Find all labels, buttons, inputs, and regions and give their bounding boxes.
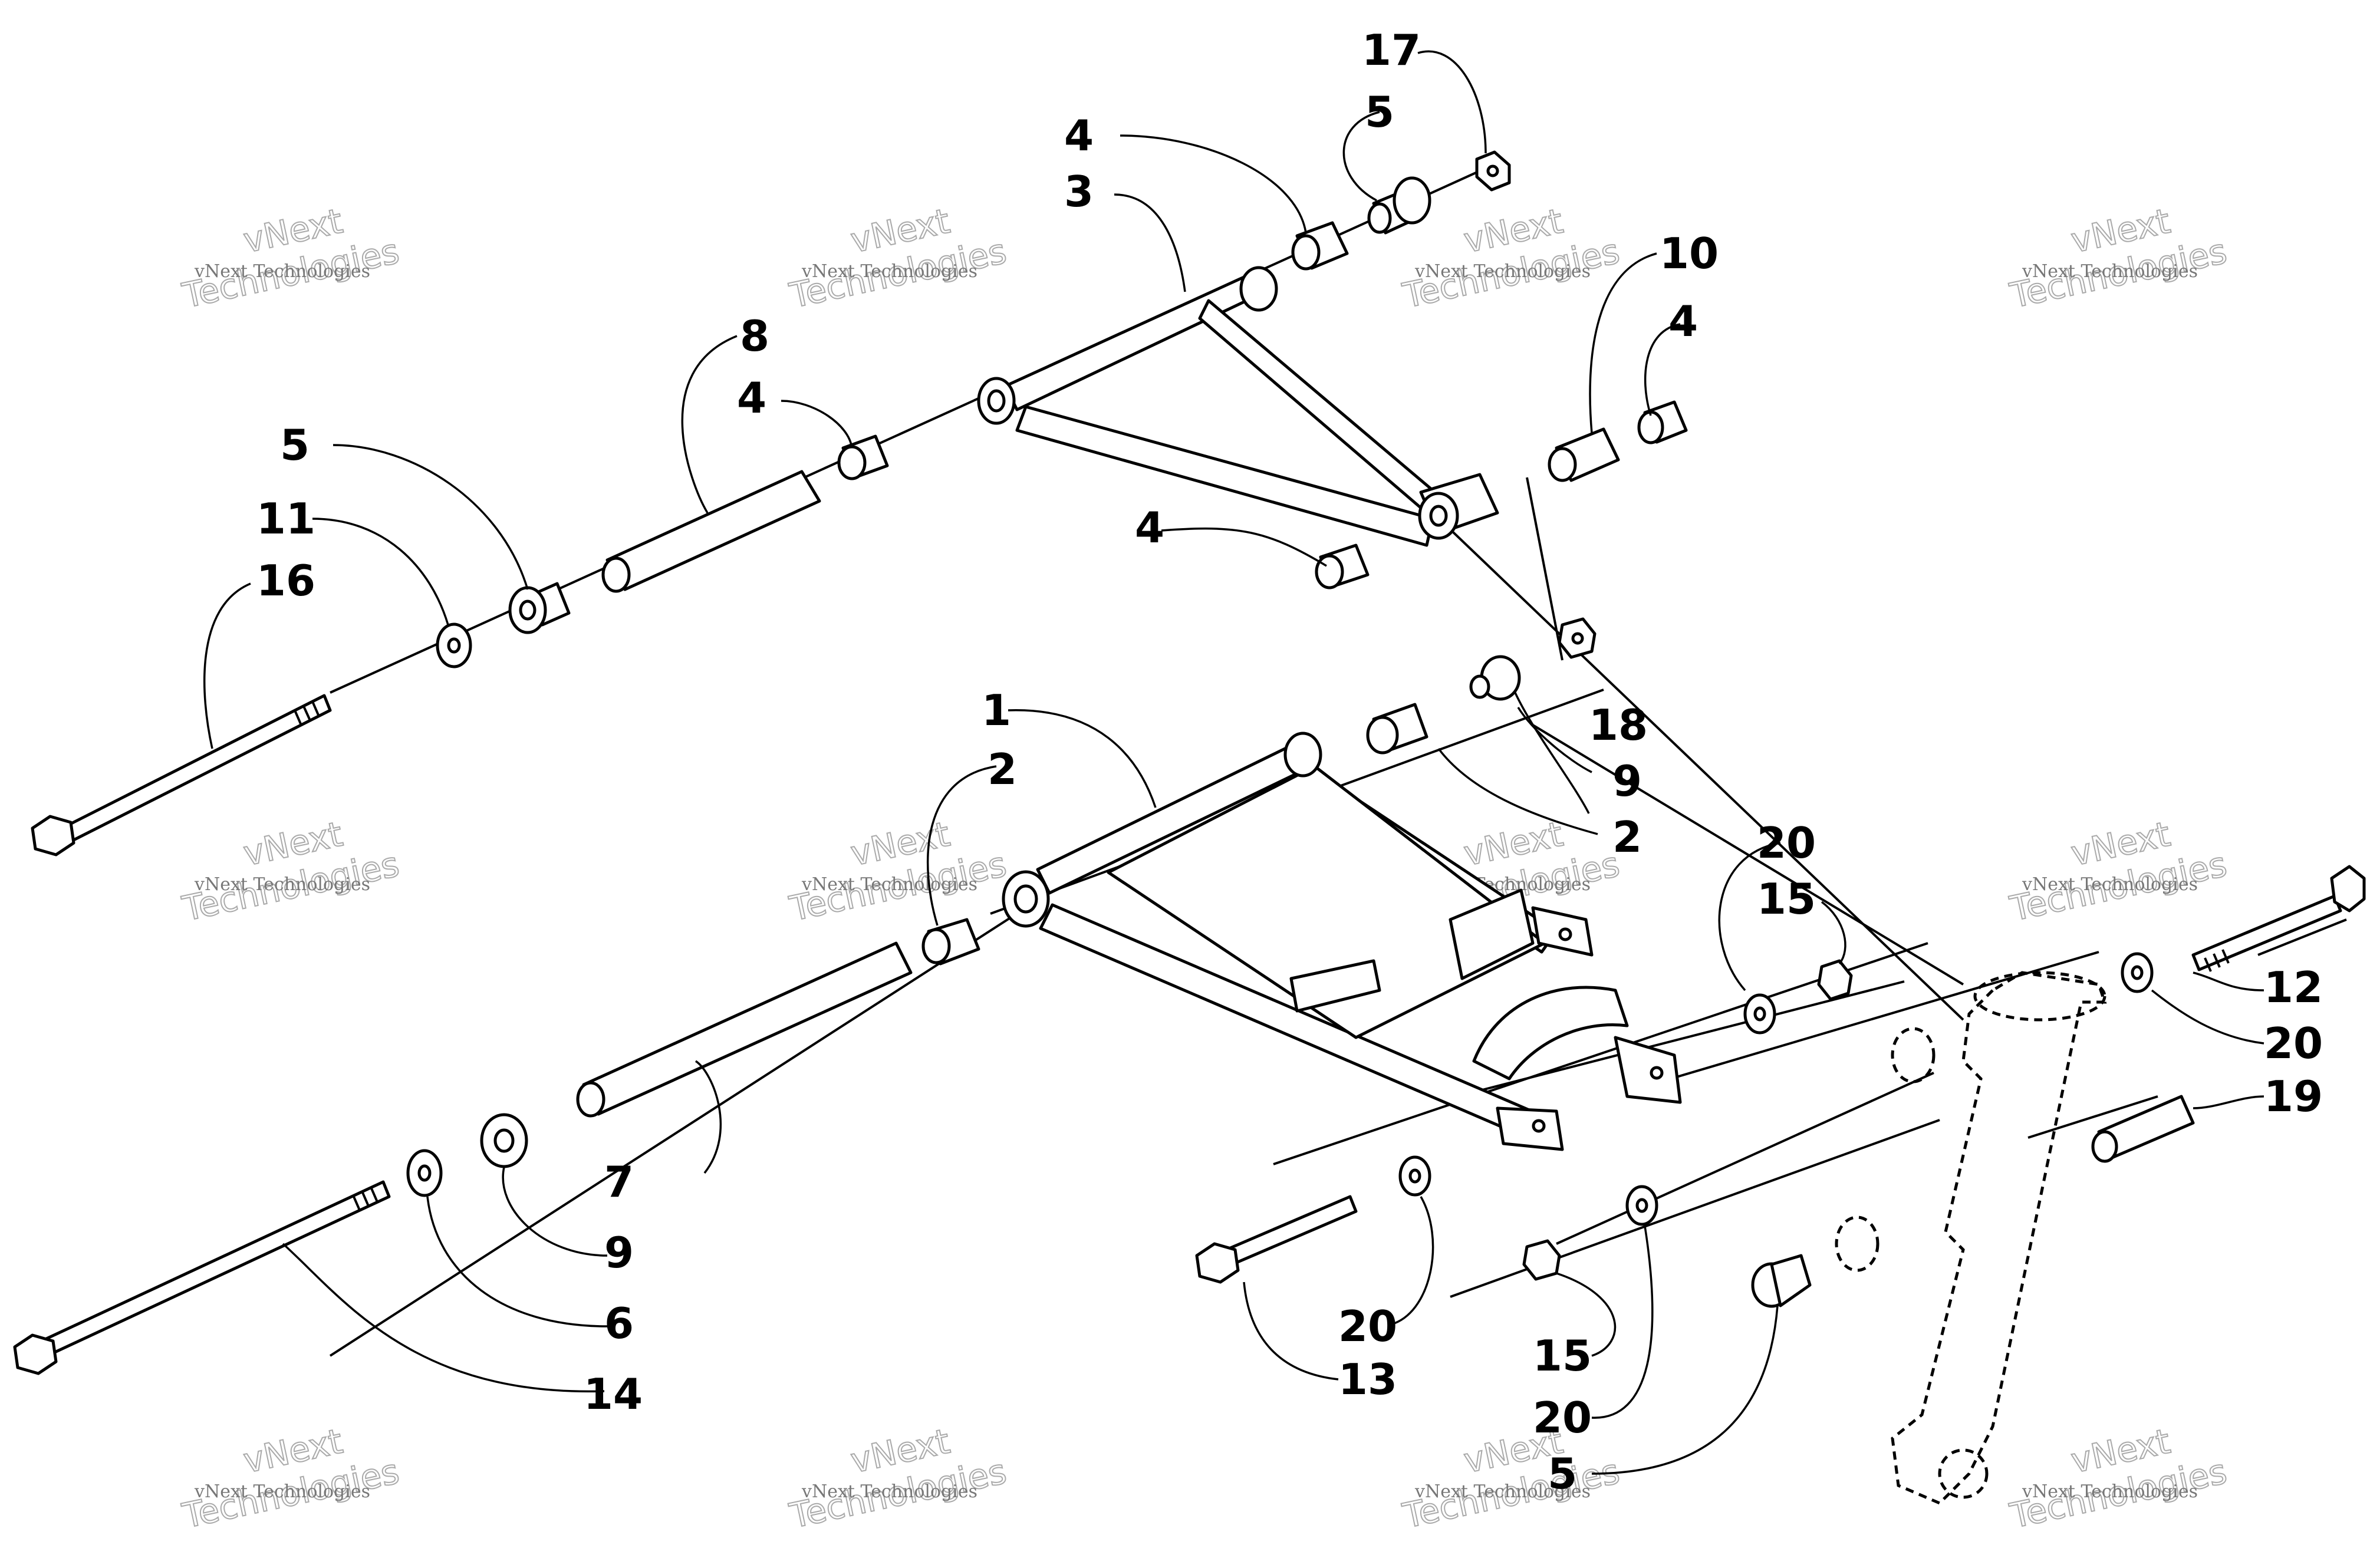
callout-3: 3: [1064, 167, 1094, 216]
callout-13: 13: [1338, 1355, 1397, 1404]
callout-15-bottom: 15: [1533, 1331, 1592, 1381]
callout-9-left: 9: [604, 1228, 634, 1277]
watermark-small: vNext Technologies: [2022, 874, 2198, 895]
upper-a-arm: [977, 266, 1499, 547]
callout-5-bottom: 5: [1548, 1449, 1577, 1498]
callout-20-lower: 20: [1338, 1302, 1397, 1351]
leader-lines: [203, 50, 2264, 1475]
watermark-small: vNext Technologies: [1414, 1481, 1591, 1502]
callout-18: 18: [1589, 700, 1648, 750]
watermark-small: vNext Technologies: [801, 1481, 977, 1502]
watermark-small: vNext Technologies: [1414, 261, 1591, 282]
callout-20-top: 20: [1757, 818, 1816, 868]
callout-5-top: 5: [1365, 87, 1394, 137]
spindle-hardware: [2091, 865, 2366, 1163]
callout-4-bottom: 4: [1135, 503, 1164, 552]
watermark-small: vNext Technologies: [194, 261, 370, 282]
callout-2-left: 2: [988, 745, 1017, 794]
watermark-small: vNext Technologies: [2022, 1481, 2198, 1502]
callout-4-top: 4: [1064, 111, 1094, 160]
callout-2-right: 2: [1612, 812, 1642, 862]
callout-labels: 17 5 4 3 10 4 4 8 4 5 11 16 1 2 18 9 2 7…: [256, 25, 2323, 1498]
callout-20-right: 20: [2264, 1019, 2323, 1068]
callout-4-right: 4: [1668, 297, 1698, 346]
callout-19: 19: [2264, 1072, 2323, 1121]
lower-hardware: [13, 617, 1853, 1375]
callout-10: 10: [1660, 229, 1719, 278]
callout-8: 8: [740, 311, 769, 361]
callout-4-left: 4: [737, 373, 766, 423]
callout-14: 14: [584, 1369, 643, 1419]
callout-12: 12: [2264, 963, 2323, 1012]
callout-6: 6: [604, 1299, 634, 1348]
callout-15-top: 15: [1757, 874, 1816, 924]
callout-1: 1: [982, 686, 1011, 735]
upper-hardware: [31, 150, 1688, 857]
callout-5-left: 5: [280, 420, 310, 470]
watermark-small: vNext Technologies: [194, 874, 370, 895]
callout-20-bottom: 20: [1533, 1393, 1592, 1442]
watermark-small: vNext Technologies: [801, 874, 977, 895]
callout-9-top: 9: [1612, 756, 1642, 806]
callout-11: 11: [256, 494, 315, 543]
callout-7: 7: [604, 1157, 634, 1207]
watermark-small: vNext Technologies: [801, 261, 977, 282]
lower-a-arm: [1002, 732, 1682, 1151]
watermark-small: vNext Technologies: [2022, 261, 2198, 282]
watermark-small: vNext Technologies: [194, 1481, 370, 1502]
callout-16: 16: [256, 556, 315, 605]
callout-17: 17: [1362, 25, 1421, 75]
spindle-phantom: [1835, 971, 2107, 1505]
